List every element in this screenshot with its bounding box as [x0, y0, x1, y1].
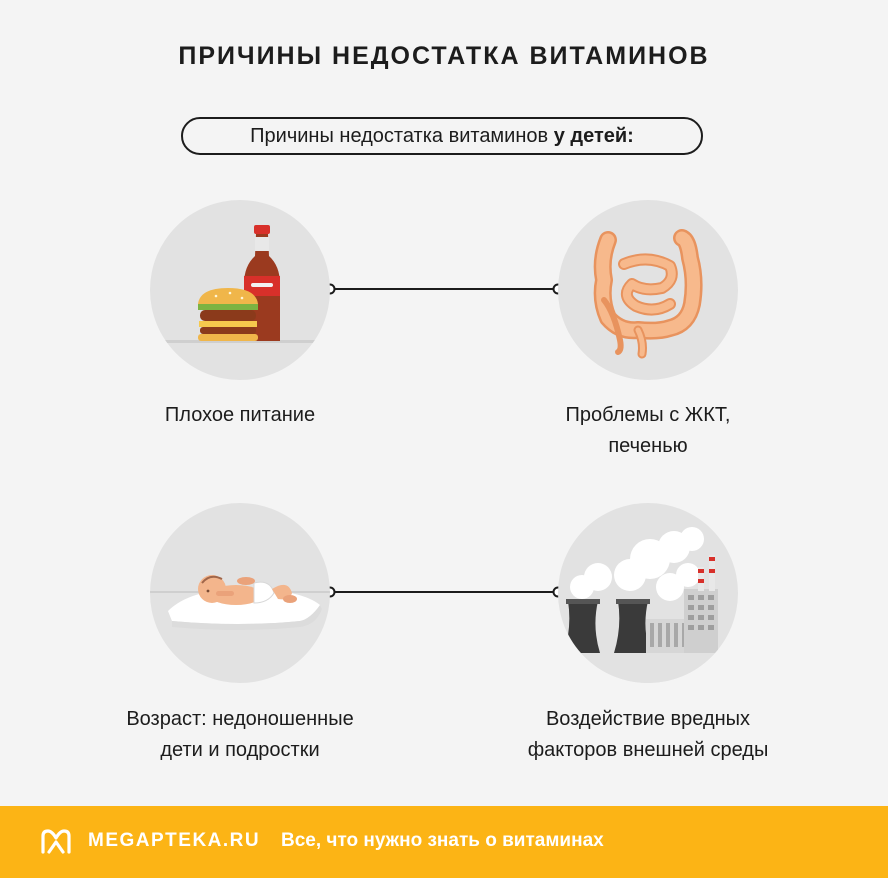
caption-line: Плохое питание: [164, 404, 316, 426]
caption-line: Воздействие вредных: [545, 708, 751, 730]
baby-icon: [150, 575, 330, 630]
cause-circle-food: [150, 200, 330, 380]
footer-tagline: Все, что нужно знать о витаминах: [281, 830, 604, 851]
intestines-icon: [593, 229, 703, 359]
cause-caption-food: Плохое питание: [60, 400, 420, 431]
caption-line: печенью: [608, 435, 688, 457]
factory-icon: [558, 527, 738, 683]
cause-caption-environment: Воздействие вредных факторов внешней сре…: [468, 704, 828, 766]
megapteka-logo-icon[interactable]: [40, 828, 72, 856]
cause-caption-age: Возраст: недоношенные дети и подростки: [60, 704, 420, 766]
subtitle-prefix: Причины недостатка витаминов: [250, 125, 554, 147]
page-title: ПРИЧИНЫ НЕДОСТАТКА ВИТАМИНОВ: [178, 42, 710, 70]
subtitle-bold: у детей:: [553, 125, 634, 147]
connector-top: [324, 283, 564, 295]
footer-brand-link[interactable]: MEGAPTEKA.RU: [88, 830, 261, 851]
caption-line: дети и подростки: [160, 739, 320, 761]
footer-bar: MEGAPTEKA.RU Все, что нужно знать о вита…: [0, 806, 888, 878]
cause-circle-factory: [558, 503, 738, 683]
cause-circle-baby: [150, 503, 330, 683]
fast-food-icon: [150, 225, 330, 343]
caption-line: факторов внешней среды: [527, 739, 769, 761]
connector-bottom: [324, 586, 564, 598]
cause-caption-intestines: Проблемы с ЖКТ, печенью: [468, 400, 828, 462]
subtitle-pill: Причины недостатка витаминов у детей:: [181, 117, 703, 155]
caption-line: Возраст: недоношенные: [126, 708, 354, 730]
caption-line: Проблемы с ЖКТ,: [565, 404, 731, 426]
cause-circle-intestines: [558, 200, 738, 380]
